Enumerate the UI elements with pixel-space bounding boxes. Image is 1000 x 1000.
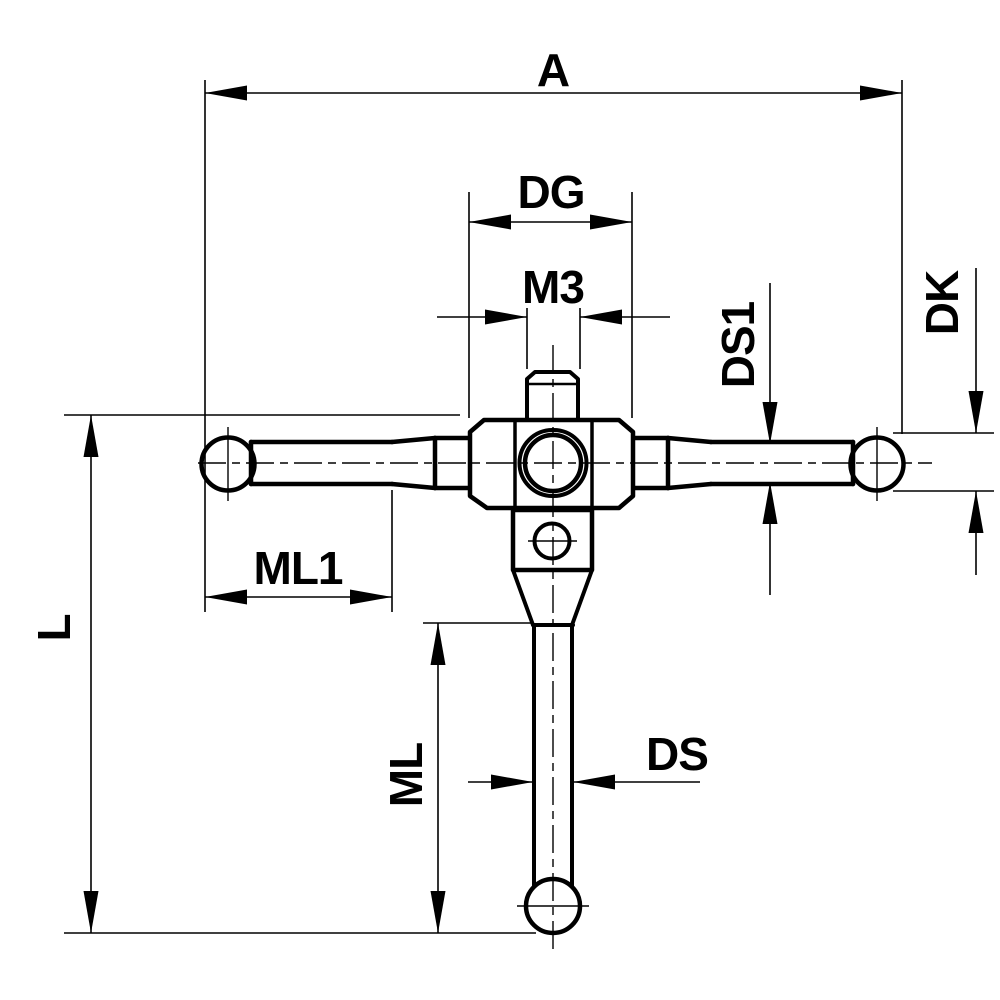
ml1-arrowhead-left bbox=[205, 589, 247, 605]
probe-outline bbox=[199, 370, 906, 936]
center-ball bbox=[522, 432, 584, 494]
dimension-label-l: L bbox=[28, 614, 80, 641]
dimension-label-ml: ML bbox=[380, 743, 432, 807]
right-taper-bottom-edge bbox=[665, 481, 714, 491]
l-arrowhead-bottom bbox=[83, 891, 99, 933]
left-taper-bottom-edge bbox=[389, 481, 438, 491]
dimension-label-a: A bbox=[537, 44, 569, 96]
m3-arrowhead-left bbox=[485, 309, 527, 325]
dimension-ml: ML bbox=[380, 622, 534, 933]
l-arrowhead-top bbox=[83, 415, 99, 457]
dimension-m3: M3 bbox=[437, 261, 670, 369]
dimension-ds1: DS1 bbox=[712, 283, 778, 595]
ds-arrowhead-left bbox=[491, 774, 533, 790]
clamp-screw-hole bbox=[532, 521, 572, 561]
a-arrowhead-left bbox=[205, 85, 247, 101]
dimension-a: A bbox=[204, 44, 903, 612]
a-arrowhead-right bbox=[860, 85, 902, 101]
ds1-arrowhead-top bbox=[762, 402, 778, 444]
ds1-arrowhead-bottom bbox=[762, 482, 778, 524]
dimension-label-ml1: ML1 bbox=[254, 542, 343, 594]
cone-left-edge bbox=[511, 568, 535, 627]
m3-arrowhead-right bbox=[580, 309, 622, 325]
left-taper-top-edge bbox=[389, 435, 438, 445]
dimension-ml1: ML1 bbox=[205, 490, 393, 612]
right-ball bbox=[848, 435, 906, 493]
dimension-dg: DG bbox=[468, 166, 633, 418]
left-ball bbox=[199, 435, 257, 493]
right-taper-top-edge bbox=[665, 435, 714, 445]
dimension-dk: DK bbox=[893, 268, 994, 575]
cone-right-edge bbox=[570, 568, 594, 627]
m3-thread-stub bbox=[525, 370, 580, 420]
ds-arrowhead-right bbox=[573, 774, 615, 790]
center-body bbox=[467, 417, 636, 511]
ball-housing bbox=[517, 428, 589, 498]
dimension-l: L bbox=[28, 414, 536, 934]
dimension-label-dk: DK bbox=[916, 270, 968, 335]
dk-arrowhead-bottom bbox=[968, 491, 984, 533]
dk-arrowhead-top bbox=[968, 391, 984, 433]
dimension-label-ds: DS bbox=[646, 728, 708, 780]
ml-arrowhead-bottom bbox=[430, 891, 446, 933]
dg-arrowhead-right bbox=[590, 214, 632, 230]
ml1-arrowhead-right bbox=[350, 589, 392, 605]
dimension-label-dg: DG bbox=[518, 166, 585, 218]
dg-arrowhead-left bbox=[469, 214, 511, 230]
dimension-ds: DS bbox=[468, 728, 709, 790]
dimension-label-m3: M3 bbox=[522, 261, 584, 313]
ml-arrowhead-top bbox=[430, 623, 446, 665]
bottom-ball bbox=[523, 876, 583, 936]
dimension-label-ds1: DS1 bbox=[712, 301, 764, 388]
